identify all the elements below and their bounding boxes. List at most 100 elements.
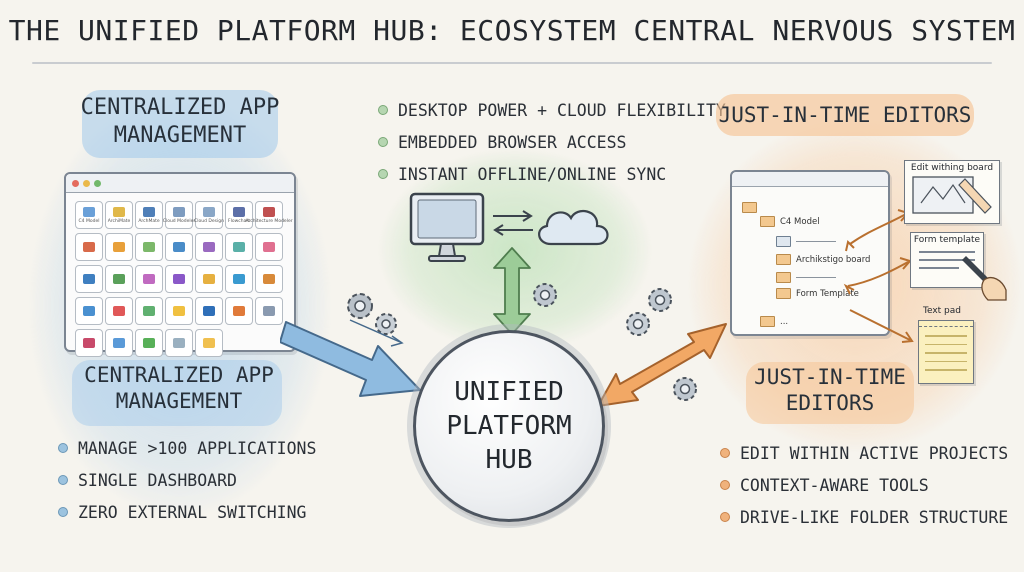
app-tile[interactable] xyxy=(225,233,253,261)
app-tile[interactable] xyxy=(135,329,163,357)
left-bullet-item: MANAGE >100 APPLICATIONS xyxy=(58,432,316,464)
gear-icon xyxy=(673,377,697,401)
tree-item-blank xyxy=(776,272,836,283)
app-tile[interactable] xyxy=(105,329,133,357)
app-icon xyxy=(203,274,215,284)
bullet-dot xyxy=(378,105,388,115)
app-tile[interactable] xyxy=(135,297,163,325)
left-bullet-item: ZERO EXTERNAL SWITCHING xyxy=(58,496,316,528)
bullet-text: CONTEXT-AWARE TOOLS xyxy=(740,475,929,495)
editor-card-textpad-label: Text pad xyxy=(916,306,968,316)
app-tile[interactable] xyxy=(165,297,193,325)
tree-label: ... xyxy=(780,316,789,327)
app-tile[interactable] xyxy=(255,233,283,261)
app-tile[interactable] xyxy=(135,265,163,293)
folder-icon xyxy=(776,254,791,265)
app-tile[interactable] xyxy=(195,265,223,293)
bullet-text: SINGLE DASHBOARD xyxy=(78,470,237,490)
card-board-label: Edit withing board xyxy=(910,163,994,173)
window-minimize-dot xyxy=(83,179,90,187)
gear-cluster-right xyxy=(626,288,672,336)
right-bullet-list: EDIT WITHIN ACTIVE PROJECTS CONTEXT-AWAR… xyxy=(720,437,1008,533)
app-icon xyxy=(143,338,155,348)
app-tile[interactable] xyxy=(165,329,193,357)
app-tile[interactable] xyxy=(105,265,133,293)
folder-icon xyxy=(776,272,791,283)
app-tile[interactable] xyxy=(135,233,163,261)
app-tile[interactable] xyxy=(75,233,103,261)
app-tile[interactable] xyxy=(195,233,223,261)
right-bullet-item: EDIT WITHIN ACTIVE PROJECTS xyxy=(720,437,1008,469)
bullet-text: DRIVE-LIKE FOLDER STRUCTURE xyxy=(740,507,1009,527)
sketch-board-icon xyxy=(912,176,992,214)
app-tile[interactable] xyxy=(75,265,103,293)
app-tile[interactable]: C4 Model xyxy=(75,201,103,229)
tree-folder-root xyxy=(742,202,762,213)
app-tile[interactable]: Cloud Modeler xyxy=(163,201,195,229)
app-tile[interactable] xyxy=(195,297,223,325)
app-tile[interactable]: ArchMate xyxy=(135,201,163,229)
app-tile[interactable]: ArchiMate xyxy=(105,201,133,229)
app-icon xyxy=(113,274,125,284)
app-icon xyxy=(113,242,125,252)
right-bullet-item: CONTEXT-AWARE TOOLS xyxy=(720,469,1008,501)
app-tile[interactable] xyxy=(165,265,193,293)
bullet-text: EMBEDDED BROWSER ACCESS xyxy=(398,132,627,152)
app-icon xyxy=(263,274,275,284)
bullet-text: DESKTOP POWER + CLOUD FLEXIBILITY xyxy=(398,100,726,120)
center-bullet-item: INSTANT OFFLINE/ONLINE SYNC xyxy=(378,158,726,190)
pad-rings xyxy=(919,321,973,327)
left-bullet-item: SINGLE DASHBOARD xyxy=(58,464,316,496)
app-tile[interactable]: Flowchart xyxy=(225,201,253,229)
app-tile[interactable] xyxy=(105,233,133,261)
left-heading-bottom: CENTRALIZED APP MANAGEMENT xyxy=(84,363,274,414)
tree-item-arch: Archikstigo board xyxy=(776,254,870,265)
blue-inflow-arrow xyxy=(280,319,421,397)
app-tile[interactable] xyxy=(225,265,253,293)
app-tile-label: ArchMate xyxy=(138,218,160,224)
gear-cluster-center xyxy=(533,283,557,307)
app-icon xyxy=(203,206,215,217)
pad-line xyxy=(925,343,967,345)
app-icon xyxy=(83,274,95,284)
app-window-titlebar xyxy=(66,174,294,193)
title-underline xyxy=(32,62,992,64)
app-tile[interactable] xyxy=(105,297,133,325)
app-tile[interactable] xyxy=(195,329,223,357)
app-tile[interactable]: Architecture Modeler xyxy=(245,201,293,229)
app-tile[interactable] xyxy=(225,297,253,325)
gear-icon xyxy=(626,312,650,336)
desktop-cloud-illustration xyxy=(409,192,609,262)
app-icon xyxy=(263,206,275,217)
left-heading-top: CENTRALIZED APP MANAGEMENT xyxy=(80,95,280,148)
editor-card-board: Edit withing board xyxy=(904,160,1000,224)
gear-icon xyxy=(347,293,373,319)
left-heading-bottom-bg xyxy=(72,360,282,426)
app-tile[interactable] xyxy=(255,297,283,325)
sync-arrows-icon xyxy=(493,210,533,236)
gear-icon xyxy=(533,283,557,307)
bullet-text: EDIT WITHIN ACTIVE PROJECTS xyxy=(740,443,1009,463)
folder-icon xyxy=(760,216,775,227)
app-icon xyxy=(173,206,185,217)
app-tile[interactable] xyxy=(75,329,103,357)
app-tile-label: ArchiMate xyxy=(107,218,131,224)
folder-icon xyxy=(760,316,775,327)
left-bullet-list: MANAGE >100 APPLICATIONS SINGLE DASHBOAR… xyxy=(58,432,316,528)
orange-bidirectional-arrow xyxy=(597,323,727,407)
hub-label: UNIFIED PLATFORM HUB xyxy=(446,376,572,476)
gear-icon xyxy=(375,313,397,335)
form-line xyxy=(919,259,975,261)
app-tile[interactable] xyxy=(75,297,103,325)
app-icon xyxy=(83,242,95,252)
folder-tree-window: C4 Model Archikstigo board Form Template… xyxy=(730,170,890,336)
app-icon xyxy=(203,242,215,252)
app-tile[interactable] xyxy=(255,265,283,293)
app-tile-label: Flowchart xyxy=(228,218,250,224)
app-tile[interactable] xyxy=(165,233,193,261)
bullet-dot xyxy=(58,507,68,517)
right-heading-bottom: JUST-IN-TIME EDITORS xyxy=(754,365,906,416)
app-tile[interactable]: Cloud Design xyxy=(194,201,224,229)
folder-icon xyxy=(742,202,757,213)
